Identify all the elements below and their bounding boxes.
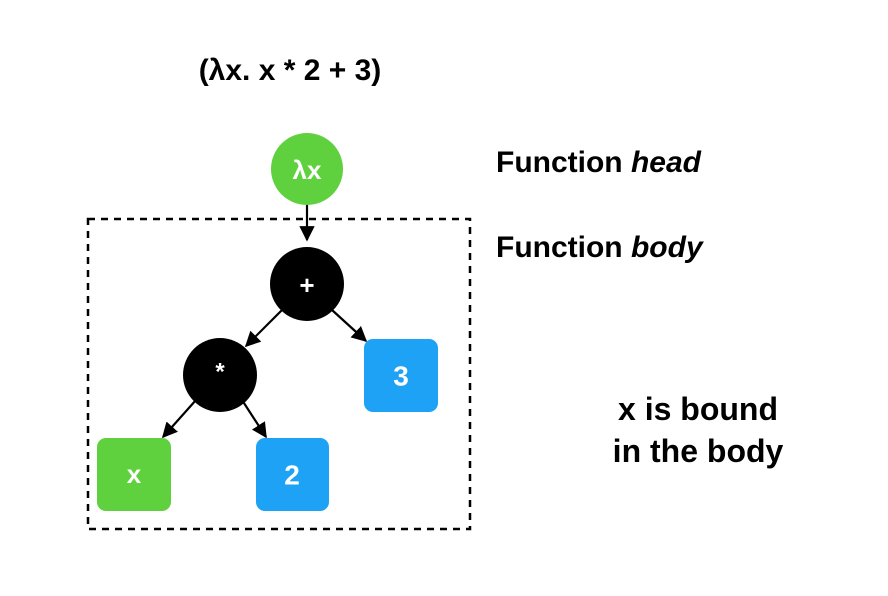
times-node-shape [183, 338, 257, 412]
function-head-label-emphasis: head [631, 146, 702, 179]
variable-x-node-shape [97, 438, 171, 511]
constant-2-node-label: 2 [284, 460, 300, 491]
times-node: * [183, 338, 257, 412]
function-body-label-emphasis: body [631, 231, 704, 264]
function-head-label: Function head [496, 146, 702, 179]
constant-2-node-shape [256, 438, 329, 511]
constant-3-node-shape [364, 339, 438, 412]
variable-x-node-label: x [127, 459, 142, 489]
function-body-label-prefix: Function [496, 231, 631, 264]
edge-times-to-2 [241, 399, 267, 439]
plus-node-shape [270, 247, 344, 321]
edge-plus-to-times [244, 309, 283, 348]
plus-node-label: + [299, 270, 314, 300]
bound-note-line-2: in the body [613, 433, 784, 469]
times-node-label: * [215, 359, 225, 386]
lambda-node-label: λx [293, 155, 322, 185]
function-head-label-prefix: Function [496, 146, 631, 179]
function-body-box [86, 217, 472, 531]
function-body-label: Function body [496, 231, 704, 264]
plus-node: + [270, 247, 344, 321]
expression-title: (λx. x * 2 + 3) [199, 54, 382, 87]
constant-3-node-label: 3 [393, 361, 409, 392]
constant-2-node: 2 [256, 438, 329, 511]
edge-plus-to-3 [331, 309, 368, 343]
lambda-node: λx [271, 133, 343, 205]
lambda-node-shape [271, 133, 343, 205]
bound-note-line-1: x is bound [618, 391, 778, 427]
edge-times-to-x [161, 399, 197, 439]
variable-x-node: x [97, 438, 171, 511]
constant-3-node: 3 [364, 339, 438, 412]
